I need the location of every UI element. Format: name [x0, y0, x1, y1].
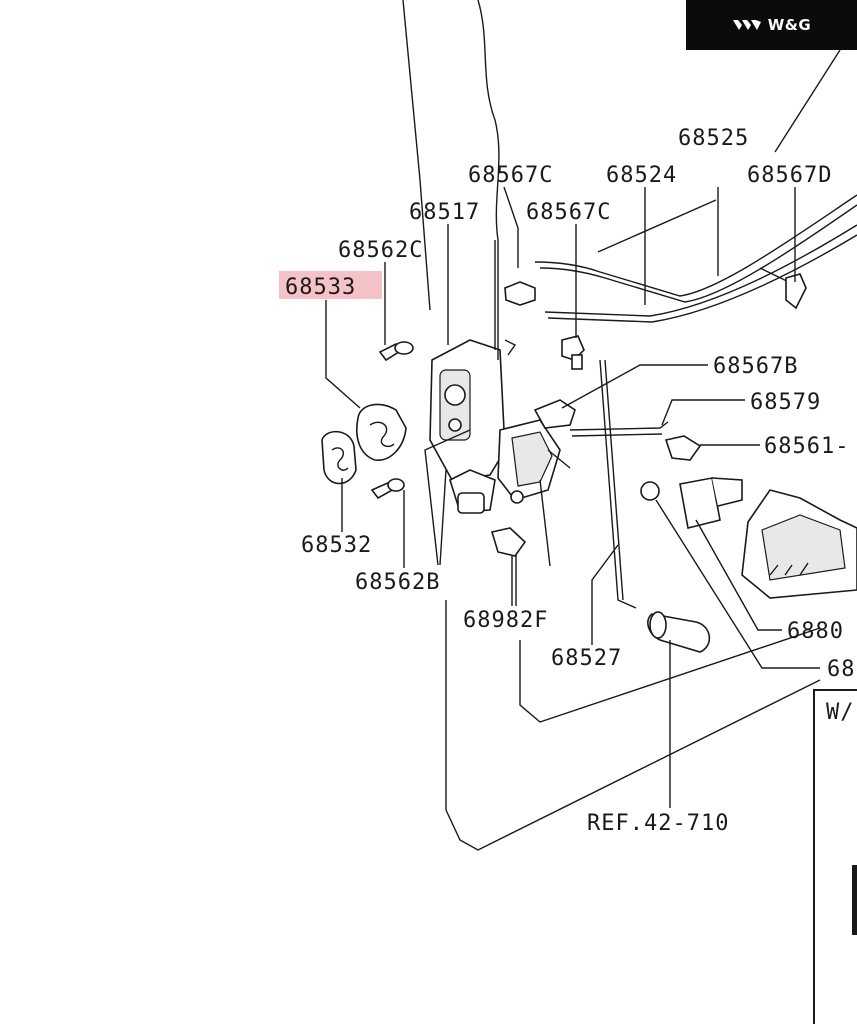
callout-68561: 68561- [764, 434, 849, 459]
callout-68567d: 68567D [747, 163, 832, 188]
callout-68567b: 68567B [713, 354, 798, 379]
inset-box [813, 689, 857, 1024]
door-lock-assembly [429, 240, 561, 514]
callout-68579: 68579 [750, 390, 821, 415]
callout-labels: 68525 68567C 68524 68567D 68517 68567C 6… [285, 126, 856, 836]
linkage-rods [534, 194, 857, 609]
callout-6880: 6880 [787, 619, 844, 644]
screws [370, 341, 414, 500]
leader-lines [325, 49, 841, 808]
callout-68533: 68533 [285, 275, 356, 300]
callout-68982f: 68982F [463, 608, 548, 633]
brand-badge: W&G [686, 0, 857, 50]
callout-68525: 68525 [678, 126, 749, 151]
inset-partial-figure [852, 865, 857, 935]
inset-label: W/ [826, 700, 855, 725]
callout-68-cut: 68 [827, 657, 856, 682]
callout-68532: 68532 [301, 533, 372, 558]
callout-68524: 68524 [606, 163, 677, 188]
callout-68567c-mid: 68567C [526, 200, 611, 225]
callout-68567c-top: 68567C [468, 163, 553, 188]
brand-name: W&G [767, 16, 812, 34]
callout-68517: 68517 [409, 200, 480, 225]
door-outline [402, 0, 821, 851]
chevron-triple-logo-icon [732, 20, 761, 30]
callout-68533-highlight [279, 271, 382, 299]
callout-68562c: 68562C [338, 238, 423, 263]
callout-68527: 68527 [551, 646, 622, 671]
callout-ref-42-710: REF.42-710 [587, 811, 729, 836]
outside-handle [679, 477, 857, 599]
key-cylinder [647, 611, 711, 653]
callout-68562b: 68562B [355, 570, 440, 595]
striker-plates [321, 403, 407, 485]
